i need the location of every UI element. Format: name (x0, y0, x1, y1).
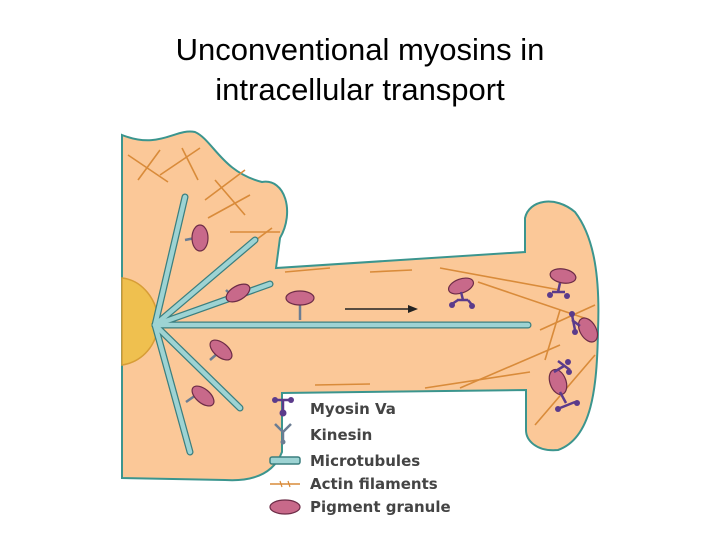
legend-item-kinesin: Kinesin (274, 423, 372, 445)
microtubule-icon (269, 456, 301, 465)
kinesin-icon (274, 423, 292, 445)
granule-myosin-2 (547, 268, 577, 299)
granule-myosin-3 (569, 311, 599, 343)
granule-kinesin-1 (184, 224, 209, 252)
myosin-va-icon (272, 397, 294, 417)
granule-kinesin-4 (209, 339, 233, 361)
title-line-1: Unconventional myosins in (175, 32, 545, 67)
legend-label-granule: Pigment granule (310, 498, 451, 516)
actin-filament-icon (270, 480, 300, 488)
legend-label-kinesin: Kinesin (310, 426, 372, 444)
title-line-2: intracellular transport (215, 72, 505, 107)
transport-arrow (345, 305, 418, 313)
legend-label-microtubules: Microtubules (310, 452, 420, 470)
granule-myosin-5 (555, 391, 580, 412)
cell-membrane (121, 130, 600, 482)
diagram-title: Unconventional myosins in intracellular … (0, 30, 720, 110)
granule-kinesin-5 (185, 385, 215, 407)
actin-filaments (127, 147, 596, 426)
legend-item-microtubules: Microtubules (269, 452, 420, 470)
legend-label-actin: Actin filaments (310, 475, 438, 493)
legend-item-actin: Actin filaments (270, 475, 438, 493)
microtubules-fill (152, 194, 531, 455)
granule-myosin-4 (548, 359, 572, 396)
kinesin-granules (184, 224, 315, 407)
legend-label-myosin: Myosin Va (310, 400, 396, 418)
granule-kinesin-2 (225, 283, 251, 303)
legend: Myosin Va Kinesin Microtubules Actin fil… (269, 397, 451, 516)
granule-kinesin-3 (285, 290, 315, 320)
myosin-granules (447, 268, 599, 412)
granule-myosin-1 (447, 277, 475, 309)
legend-item-granule: Pigment granule (269, 498, 451, 516)
legend-item-myosin: Myosin Va (272, 397, 396, 418)
pigment-granule-icon (269, 499, 301, 515)
